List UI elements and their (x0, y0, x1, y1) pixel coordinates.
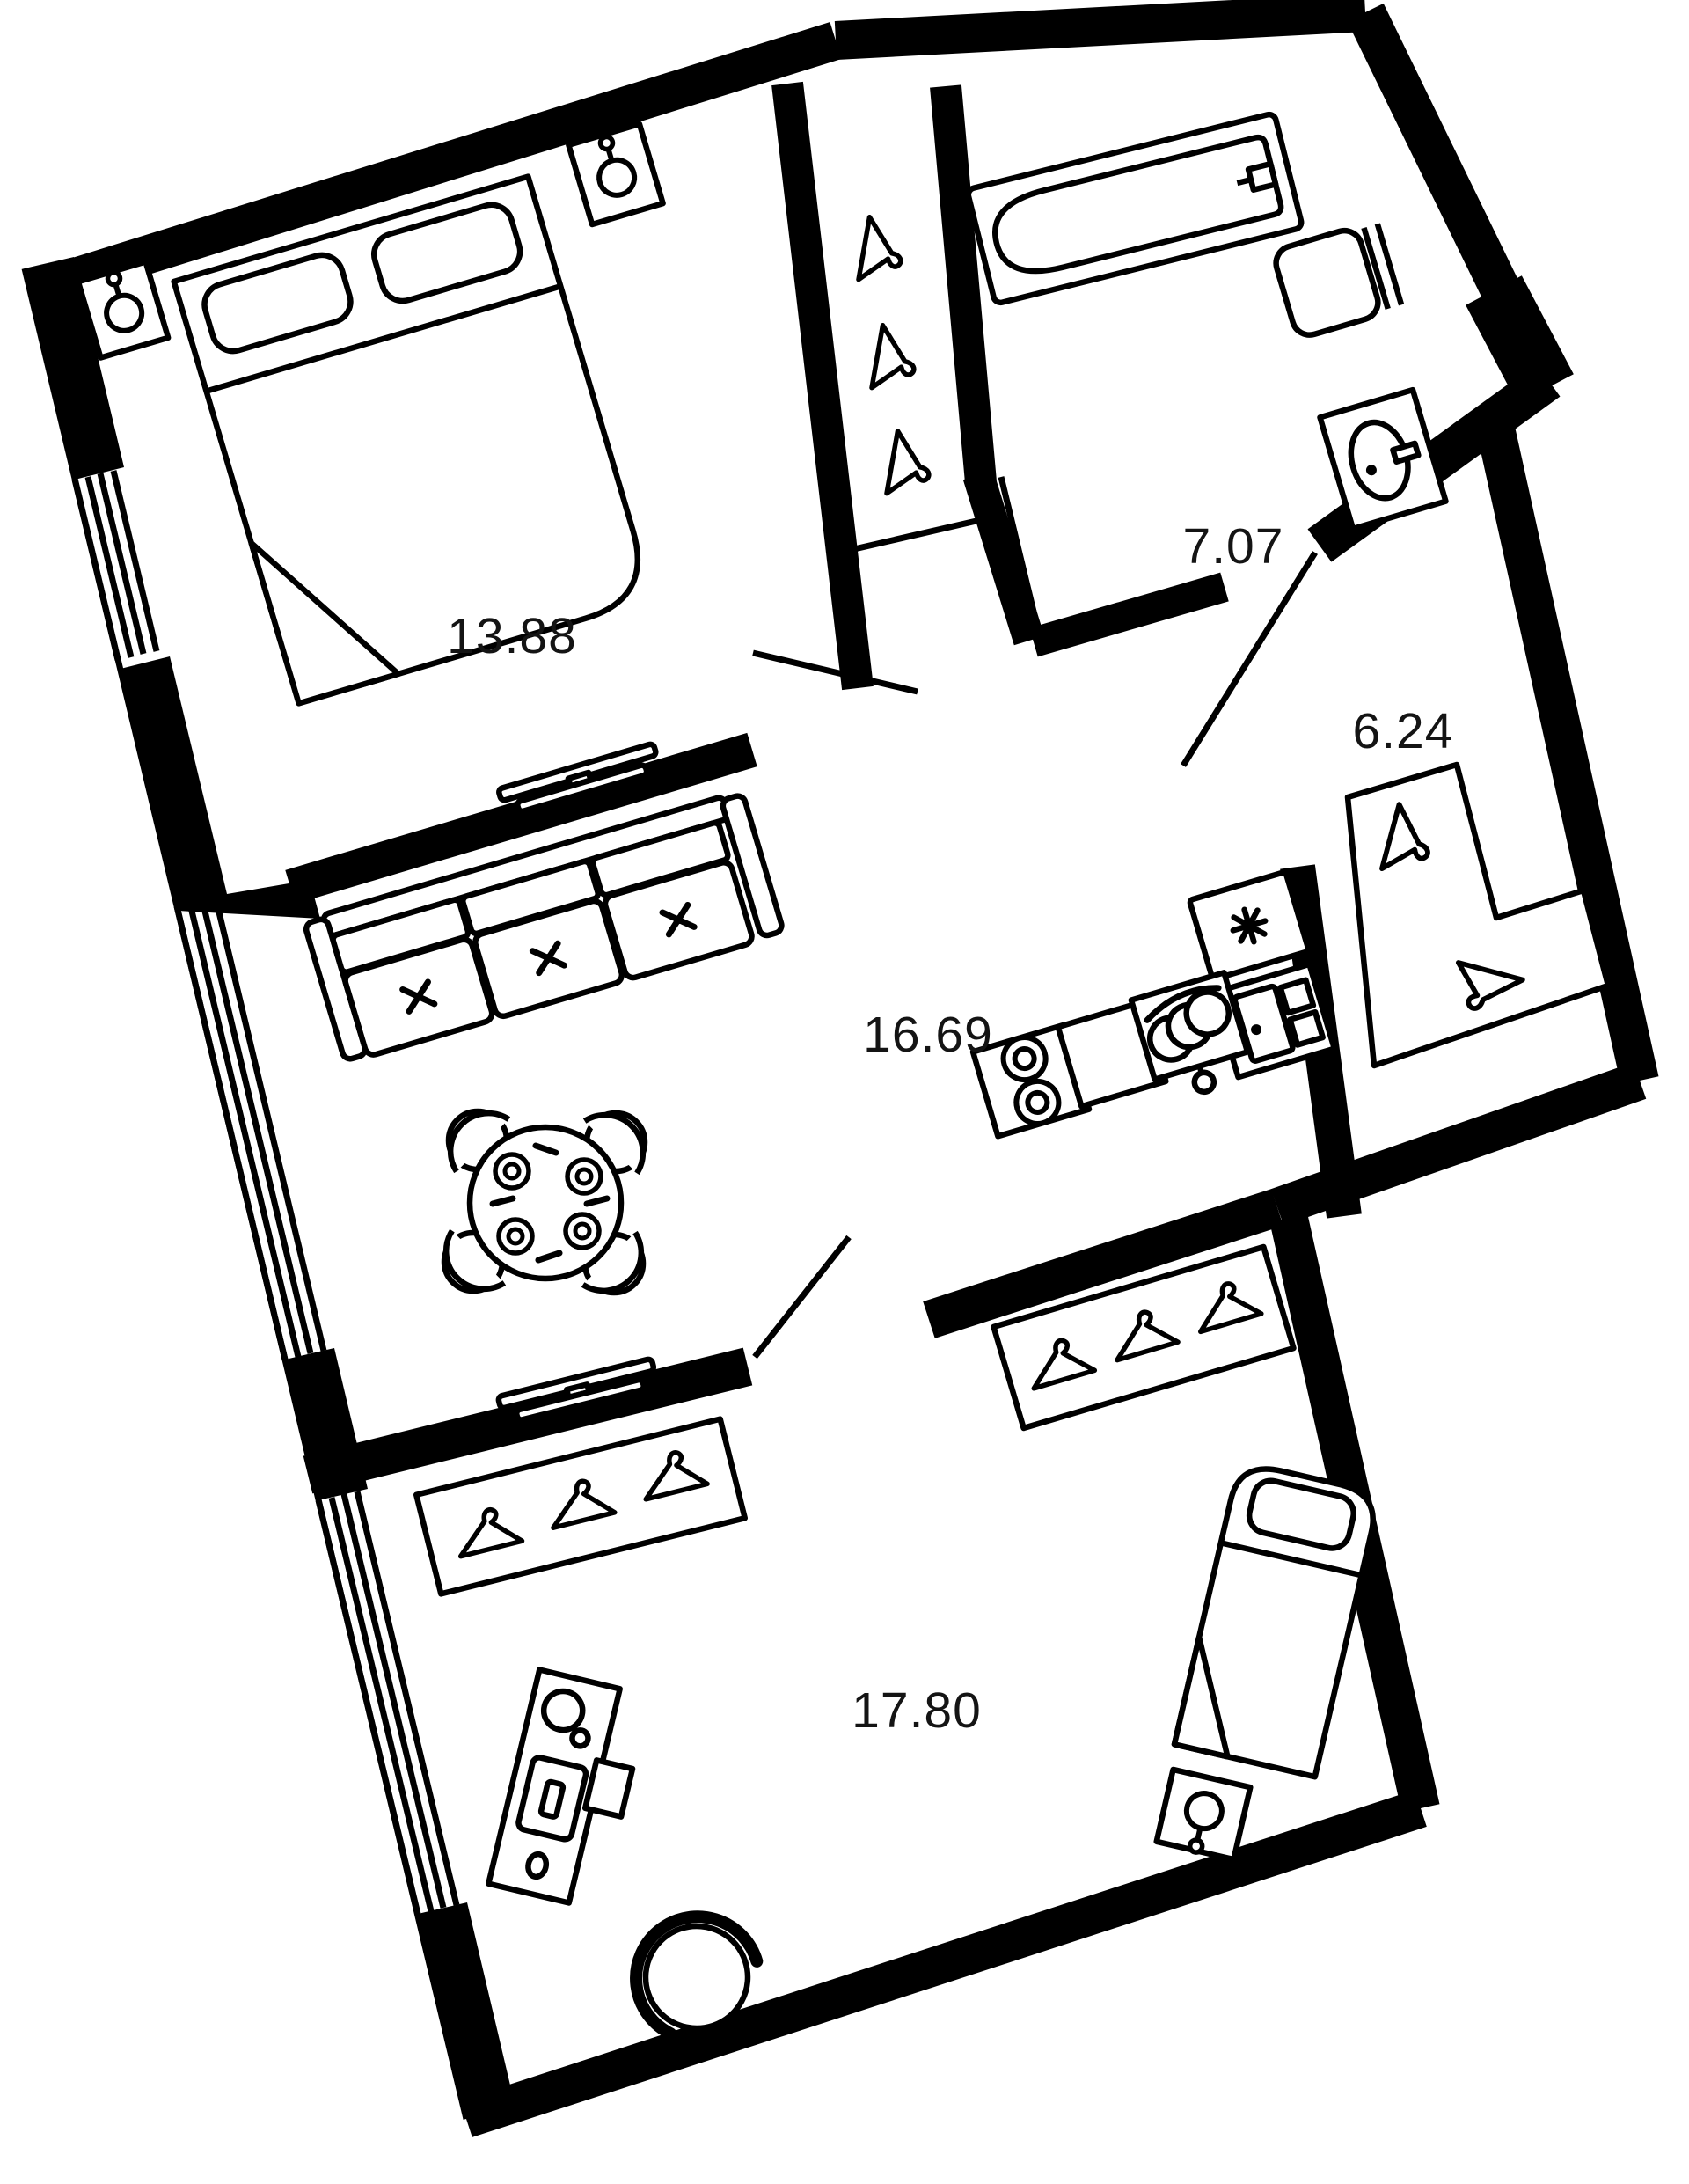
drop-icon (1191, 1069, 1217, 1096)
bedroom-door-leaf (752, 649, 918, 695)
desk (486, 1667, 636, 1906)
cutlery-icon (535, 1250, 563, 1264)
window-living-glazing (186, 903, 302, 1358)
window-room2 (315, 1499, 421, 1915)
wall-bottom (460, 1790, 1427, 2137)
window-bedroom-glazing (84, 476, 135, 658)
double-bed (171, 173, 641, 707)
label-bedroom-area: 13.88 (447, 608, 577, 664)
room-labels: 13.88 7.07 6.24 16.69 17.80 (447, 518, 1454, 1739)
tap-icon (1390, 440, 1422, 465)
bathtub-inner (992, 134, 1284, 275)
hanger-icon (872, 326, 920, 394)
window-bedroom-glazing (97, 473, 147, 655)
kitchen-units (969, 869, 1338, 1140)
bathroom-fixtures (965, 111, 1449, 532)
wardrobe-right (991, 1243, 1297, 1432)
blanket-fold (1171, 1634, 1231, 1760)
faucet-arc (1144, 985, 1222, 1023)
window-bedroom (71, 479, 121, 661)
window-living-glazing (199, 899, 314, 1354)
blanket-line (1220, 1540, 1363, 1579)
tv-living (495, 1356, 657, 1423)
wall-bathroom-left-lower (962, 470, 1045, 646)
cutlery-icon (532, 1142, 559, 1156)
doors (752, 476, 1318, 1360)
label-living-area: 16.69 (863, 1007, 993, 1063)
washbasin (1317, 386, 1449, 532)
faucet-icon (1245, 160, 1279, 193)
sofa-armrest (720, 793, 785, 939)
pillow (1246, 1477, 1356, 1551)
desk-chair (630, 1910, 764, 2041)
wall-right-outer (1474, 416, 1659, 1085)
bedroom-furniture (75, 121, 666, 815)
bathroom-door-leaf (998, 476, 1043, 638)
wall-bedroom-living (285, 732, 757, 905)
plate-icon (567, 1160, 601, 1193)
blanket-fold (248, 539, 402, 707)
nightstand (75, 259, 172, 361)
wall-pier (285, 1348, 368, 1500)
mouse-icon (525, 1851, 550, 1880)
label-hallway-area: 6.24 (1353, 703, 1454, 759)
wall-pier (121, 656, 320, 919)
room2-furniture (413, 1243, 1376, 2041)
plate-icon (566, 1214, 599, 1248)
sofa (303, 793, 785, 1062)
room2-door-leaf (752, 1235, 852, 1360)
wardrobe-left (413, 1416, 748, 1597)
window-living (173, 905, 289, 1360)
window-room2-glazing (340, 1493, 447, 1909)
toilet (1273, 223, 1405, 338)
pillow (371, 202, 523, 304)
plate-icon (499, 1220, 532, 1253)
plate-icon (495, 1154, 529, 1188)
wall-pier (418, 1902, 515, 2119)
desk-lamp-icon (540, 1688, 586, 1733)
window-room2-glazing (354, 1491, 460, 1906)
fridge (1187, 869, 1312, 982)
hallway-closet (1344, 761, 1612, 1069)
wall-bedroom-right (771, 81, 874, 691)
cutlery-icon (583, 1195, 611, 1207)
wall-wardrobe-bathroom (930, 84, 997, 484)
wardrobe-front-line (842, 512, 1000, 555)
wall-bathroom-bottom (1029, 572, 1229, 657)
knob-dot (1251, 1024, 1262, 1036)
nightstand (1153, 1766, 1254, 1863)
single-bed (1171, 1466, 1376, 1780)
wall-pier (25, 257, 124, 480)
toilet-bowl (1273, 227, 1381, 338)
corridor-wardrobe (842, 217, 1000, 555)
nightstand (566, 121, 666, 228)
kitchen-sink (1128, 970, 1251, 1096)
hanger-icon (859, 217, 907, 286)
cutlery-icon (489, 1195, 516, 1207)
wall-top-bedroom (24, 21, 842, 311)
left-wall-windows (21, 257, 515, 2120)
living-furniture (303, 793, 785, 1423)
label-room2-area: 17.80 (852, 1682, 982, 1739)
entrance-door-leaf (1181, 551, 1318, 767)
table-setting (489, 1142, 611, 1264)
tv-bedroom (496, 741, 659, 815)
window-living-glazing (212, 897, 327, 1352)
pillow (201, 252, 354, 355)
wall-top-bathroom (834, 0, 1367, 60)
blanket-line (205, 283, 562, 394)
window-room2-glazing (328, 1497, 435, 1912)
label-bathroom-area: 7.07 (1183, 518, 1284, 575)
kitchen-cabinet (1210, 961, 1338, 1081)
window-bedroom-glazing (110, 470, 160, 652)
wall-kitchen-bottom (923, 1189, 1283, 1338)
hanger-icon (887, 431, 935, 500)
desk-side-unit (581, 1757, 636, 1820)
drain-dot (1365, 465, 1377, 476)
bathtub (965, 111, 1305, 306)
